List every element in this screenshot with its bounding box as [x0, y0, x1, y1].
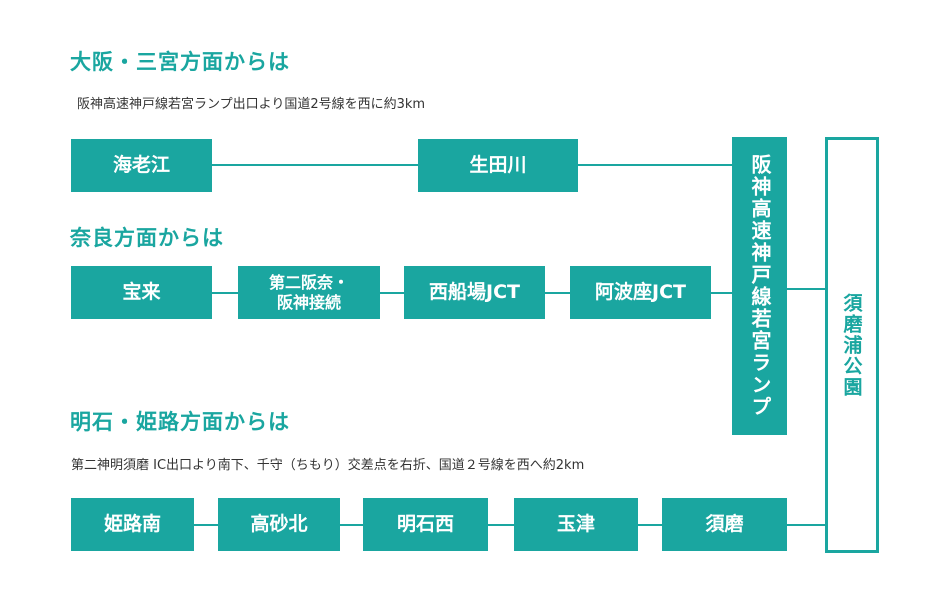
connector-line — [637, 524, 663, 526]
stop-daini-hanna-hanshin: 第二阪奈・ 阪神接続 — [238, 266, 380, 319]
route-note-akashi: 第二神明須磨 IC出口より南下、千守（ちもり）交差点を右折、国道２号線を西へ約2… — [71, 458, 585, 473]
ramp-wakamiya: 阪神高速神戸線若宮ランプ — [732, 137, 787, 435]
stop-himejiminami: 姫路南 — [71, 498, 194, 551]
connector-line — [193, 524, 219, 526]
connector-line — [710, 292, 733, 294]
connector-line — [339, 524, 364, 526]
connector-line — [379, 292, 405, 294]
connector-line — [210, 292, 240, 294]
stop-horai: 宝来 — [71, 266, 212, 319]
destination-label: 須磨浦公園 — [840, 292, 863, 398]
stop-tamatsu: 玉津 — [514, 498, 638, 551]
stop-nishisenba-jct: 西船場JCT — [404, 266, 545, 319]
route-heading-osaka: 大阪・三宮方面からは — [70, 50, 290, 74]
connector-line — [786, 524, 827, 526]
route-heading-nara: 奈良方面からは — [70, 226, 224, 250]
connector-line — [544, 292, 571, 294]
stop-takasagokita: 高砂北 — [218, 498, 340, 551]
stop-line-2: 阪神接続 — [276, 292, 341, 312]
stop-line-1: 第二阪奈・ — [268, 272, 349, 292]
stop-suma: 須磨 — [662, 498, 787, 551]
connector-line — [487, 524, 515, 526]
route-note-osaka: 阪神高速神戸線若宮ランプ出口より国道2号線を西に約3km — [77, 97, 426, 112]
stop-akashinishi: 明石西 — [363, 498, 488, 551]
connector-line — [210, 164, 420, 166]
stop-awaza-jct: 阿波座JCT — [570, 266, 711, 319]
stop-ikutagawa: 生田川 — [418, 139, 578, 192]
destination-sumaura-park: 須磨浦公園 — [825, 137, 879, 553]
connector-line — [786, 288, 827, 290]
route-heading-akashi: 明石・姫路方面からは — [70, 410, 290, 434]
stop-ebie: 海老江 — [71, 139, 212, 192]
connector-line — [577, 164, 733, 166]
ramp-label: 阪神高速神戸線若宮ランプ — [748, 154, 772, 418]
